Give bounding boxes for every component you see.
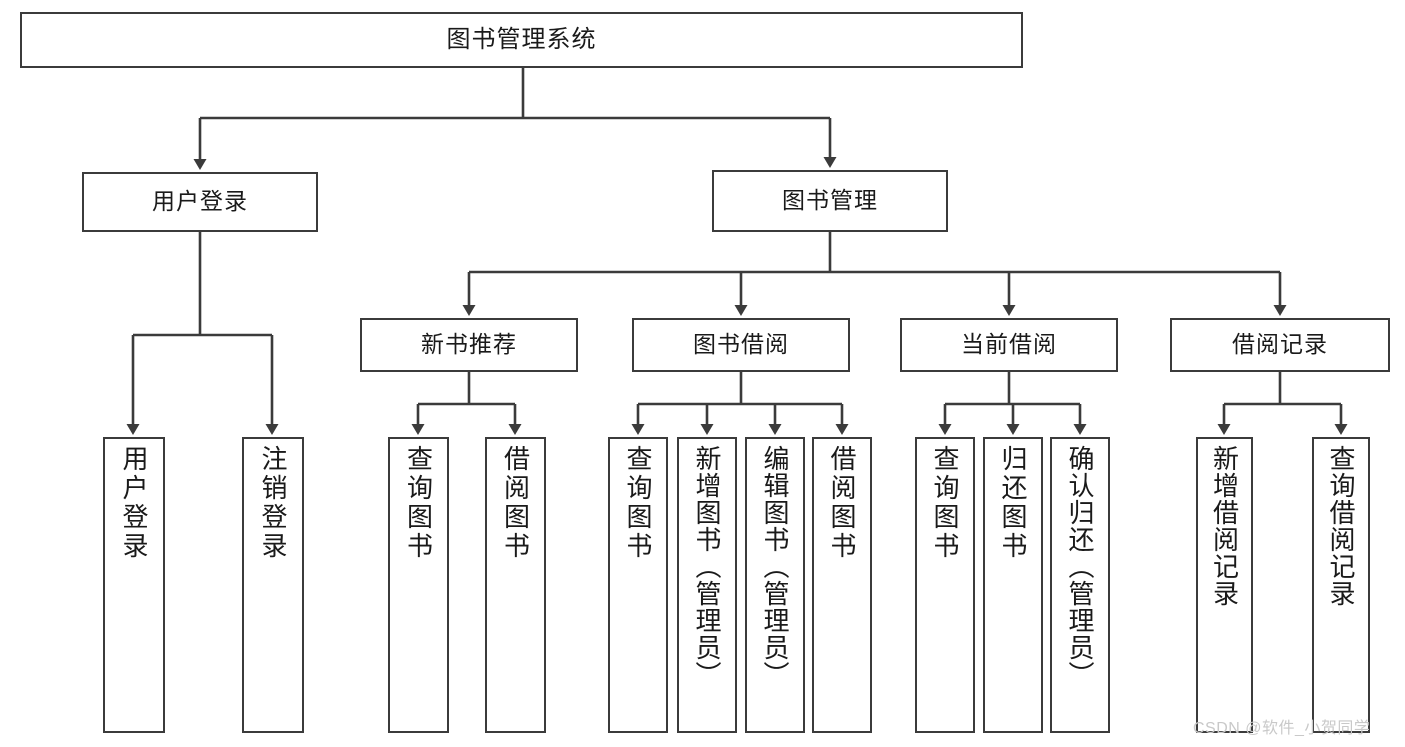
node-borrow-record-label: 借阅记录 xyxy=(1232,331,1328,358)
node-leaf-return-book-label: 归还图书 xyxy=(998,445,1028,561)
node-leaf-borrow-book-1-label: 借阅图书 xyxy=(500,445,531,561)
node-leaf-query-book-1-label: 查询图书 xyxy=(403,445,434,561)
node-leaf-add-book-label: 新增图书（管理员） xyxy=(692,445,722,688)
node-leaf-query-book-3-label: 查询图书 xyxy=(930,445,960,561)
node-leaf-query-book-2[interactable]: 查询图书 xyxy=(608,437,668,733)
node-current-borrow[interactable]: 当前借阅 xyxy=(900,318,1118,372)
node-leaf-confirm-return[interactable]: 确认归还（管理员） xyxy=(1050,437,1110,733)
node-user-login[interactable]: 用户登录 xyxy=(82,172,318,232)
node-leaf-confirm-return-label: 确认归还（管理员） xyxy=(1065,445,1095,688)
node-new-book-recommend[interactable]: 新书推荐 xyxy=(360,318,578,372)
node-leaf-query-book-1[interactable]: 查询图书 xyxy=(388,437,449,733)
node-leaf-user-login[interactable]: 用户登录 xyxy=(103,437,165,733)
node-leaf-borrow-book-2[interactable]: 借阅图书 xyxy=(812,437,872,733)
node-leaf-query-record-label: 查询借阅记录 xyxy=(1326,445,1356,607)
node-leaf-user-logout-label: 注销登录 xyxy=(258,445,288,561)
node-leaf-edit-book[interactable]: 编辑图书（管理员） xyxy=(745,437,805,733)
node-leaf-borrow-book-2-label: 借阅图书 xyxy=(827,445,857,561)
node-leaf-edit-book-label: 编辑图书（管理员） xyxy=(760,445,790,688)
node-leaf-add-record-label: 新增借阅记录 xyxy=(1209,445,1240,607)
node-leaf-return-book[interactable]: 归还图书 xyxy=(983,437,1043,733)
node-new-book-recommend-label: 新书推荐 xyxy=(421,331,517,358)
node-borrow-record[interactable]: 借阅记录 xyxy=(1170,318,1390,372)
node-user-login-label: 用户登录 xyxy=(152,188,248,215)
node-leaf-query-book-2-label: 查询图书 xyxy=(623,445,653,561)
node-leaf-add-record[interactable]: 新增借阅记录 xyxy=(1196,437,1253,733)
node-leaf-add-book[interactable]: 新增图书（管理员） xyxy=(677,437,737,733)
node-leaf-query-book-3[interactable]: 查询图书 xyxy=(915,437,975,733)
node-root-label: 图书管理系统 xyxy=(446,25,597,53)
node-book-borrow-label: 图书借阅 xyxy=(693,331,789,358)
node-leaf-user-logout[interactable]: 注销登录 xyxy=(242,437,304,733)
node-root[interactable]: 图书管理系统 xyxy=(20,12,1023,68)
node-leaf-user-login-label: 用户登录 xyxy=(119,445,149,561)
node-book-management-label: 图书管理 xyxy=(782,187,878,214)
node-book-borrow[interactable]: 图书借阅 xyxy=(632,318,850,372)
node-book-management[interactable]: 图书管理 xyxy=(712,170,948,232)
node-leaf-borrow-book-1[interactable]: 借阅图书 xyxy=(485,437,546,733)
node-leaf-query-record[interactable]: 查询借阅记录 xyxy=(1312,437,1370,733)
node-current-borrow-label: 当前借阅 xyxy=(961,331,1057,358)
